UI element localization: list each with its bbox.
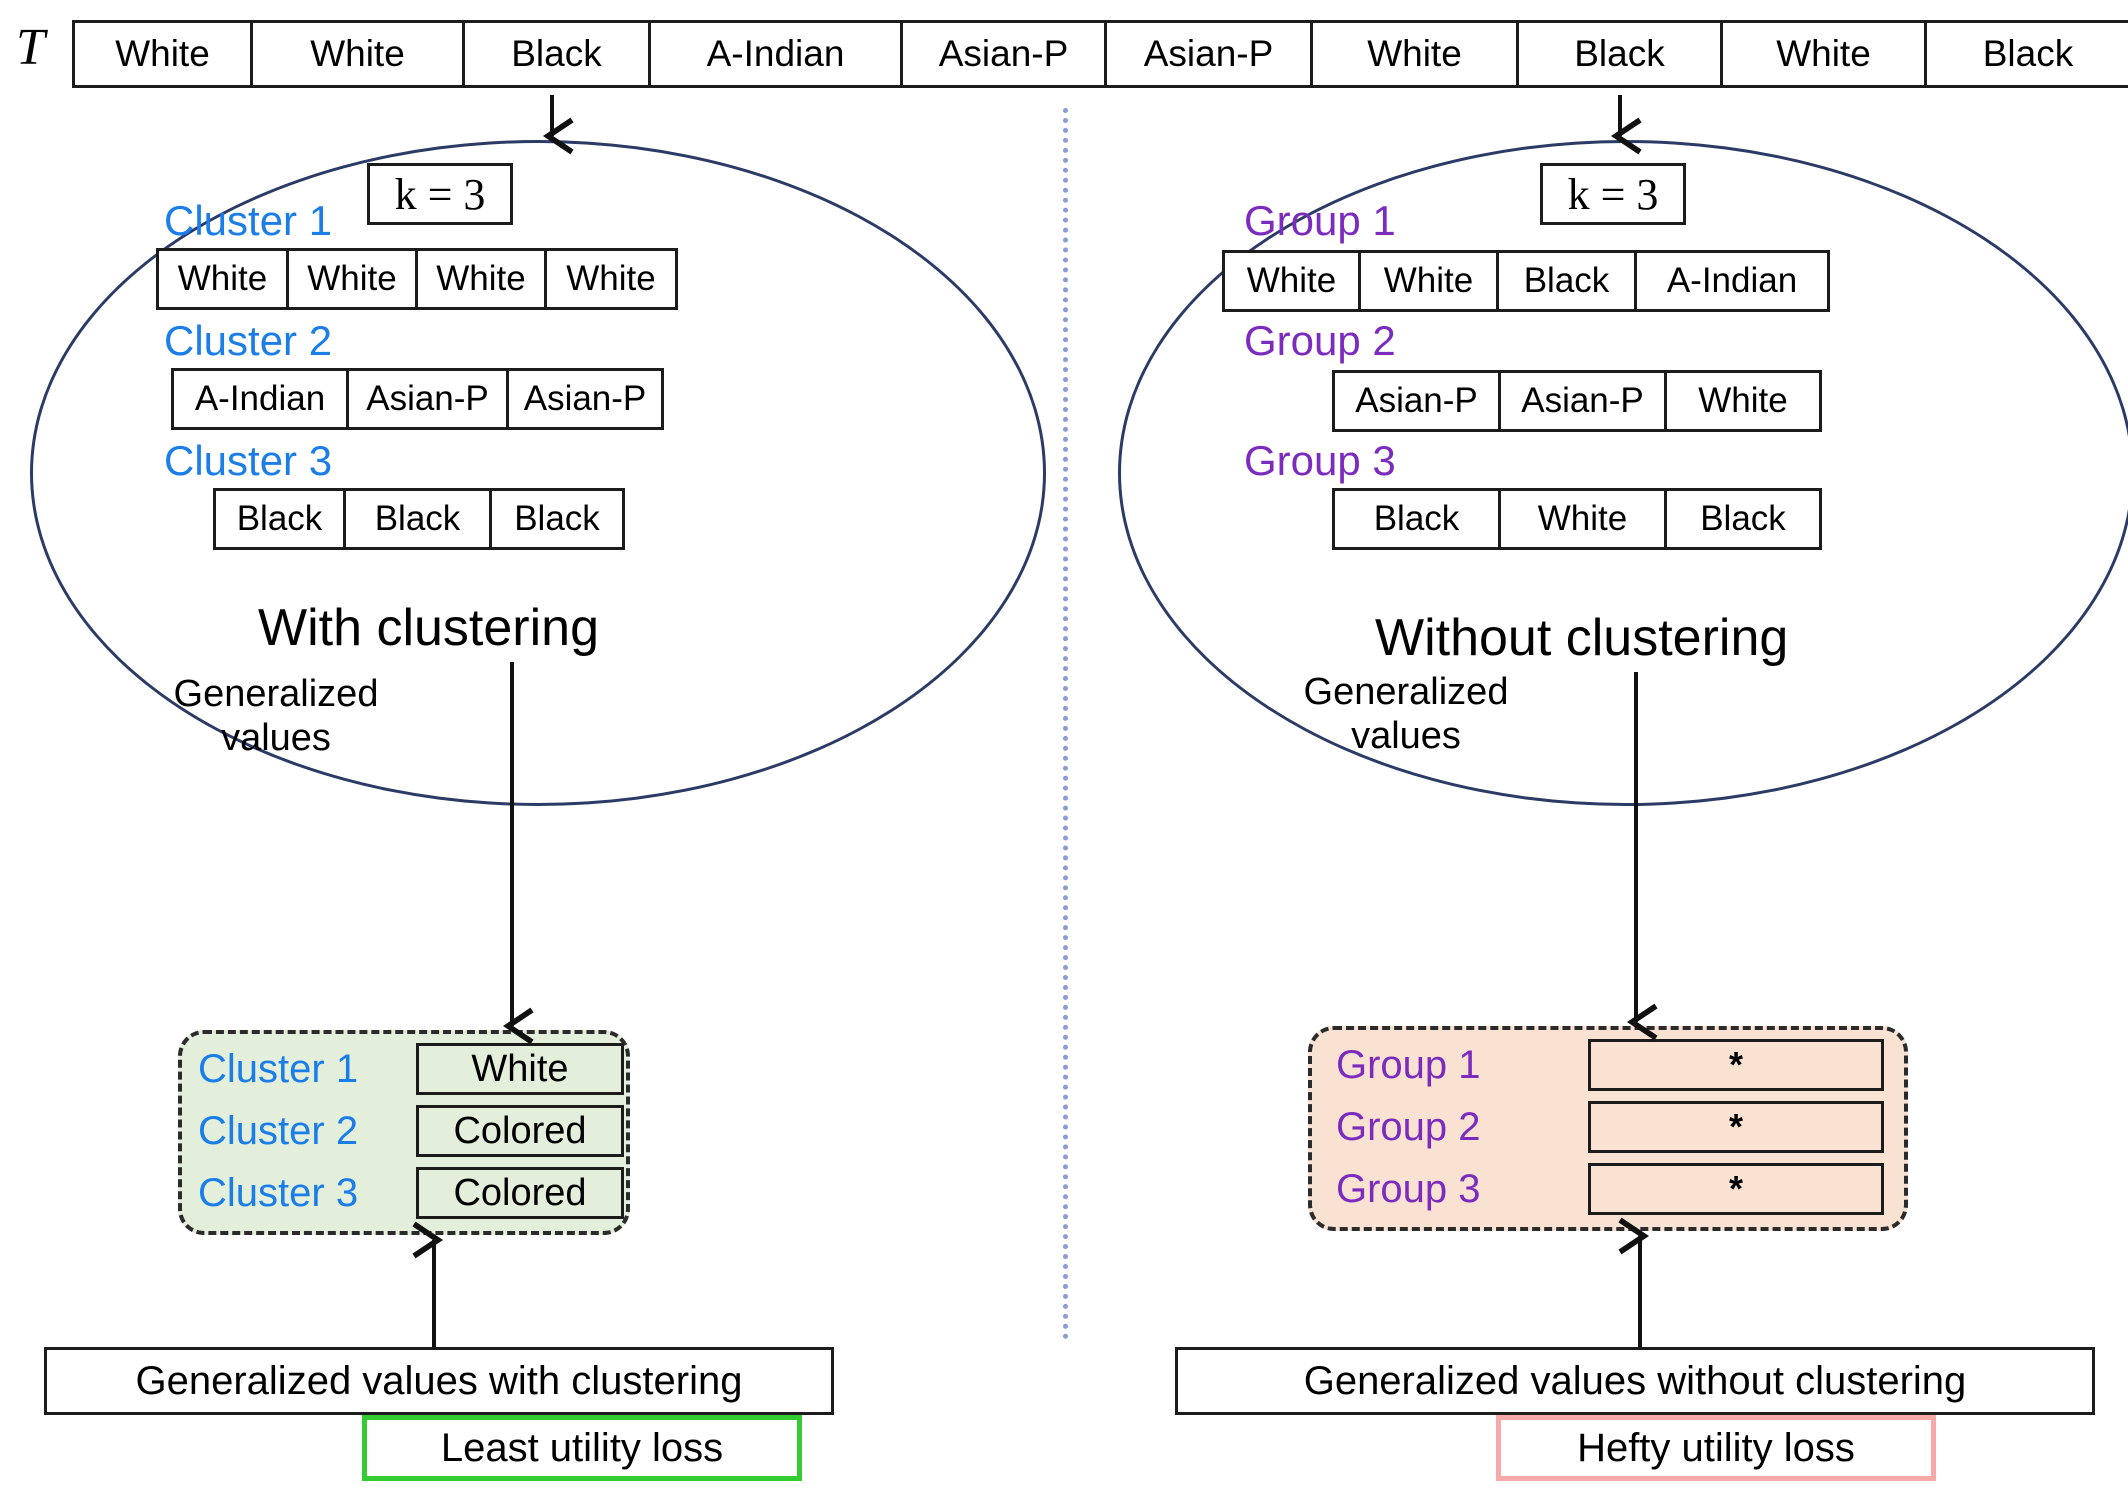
group-cell: A-Indian — [1637, 253, 1827, 309]
cluster-cell: Black — [216, 491, 346, 547]
result-value: * — [1588, 1101, 1884, 1153]
result-label: Cluster 3 — [198, 1170, 359, 1215]
group-cell: White — [1361, 253, 1499, 309]
result-value: Colored — [416, 1105, 624, 1157]
gen-values-line-2: values — [1351, 715, 1461, 757]
right-caption: Without clustering — [1375, 609, 1789, 667]
right-summary-box: Generalized values without clustering — [1175, 1347, 2095, 1415]
result-row: Group 3 * — [1312, 1158, 1904, 1220]
result-label: Group 3 — [1336, 1166, 1481, 1211]
group-row-3: Black White Black — [1332, 488, 1822, 550]
gen-values-line-1: Generalized — [1303, 671, 1509, 713]
group-row-1: White White Black A-Indian — [1222, 250, 1830, 312]
result-value: * — [1588, 1039, 1884, 1091]
table-cell: Black — [465, 23, 651, 85]
table-cell: A-Indian — [651, 23, 903, 85]
left-summary-box: Generalized values with clustering — [44, 1347, 834, 1415]
group-label-2: Group 2 — [1244, 317, 1396, 364]
cluster-label-3: Cluster 3 — [164, 437, 333, 484]
table-cell: White — [253, 23, 465, 85]
result-row: Cluster 3 Colored — [182, 1162, 626, 1224]
table-cell: White — [1723, 23, 1927, 85]
result-label: Group 1 — [1336, 1042, 1481, 1087]
table-cell: Asian-P — [1107, 23, 1313, 85]
result-label: Cluster 2 — [198, 1108, 359, 1153]
right-loss-badge: Hefty utility loss — [1496, 1415, 1936, 1481]
vertical-divider — [1063, 108, 1068, 1340]
result-row: Group 1 * — [1312, 1034, 1904, 1096]
left-loss-badge: Least utility loss — [362, 1415, 802, 1481]
result-label: Cluster 1 — [198, 1046, 359, 1091]
group-cell: Asian-P — [1501, 373, 1667, 429]
table-cell: White — [1313, 23, 1519, 85]
result-row: Cluster 2 Colored — [182, 1100, 626, 1162]
result-row: Group 2 * — [1312, 1096, 1904, 1158]
left-caption: With clustering — [258, 599, 599, 657]
table-cell: White — [75, 23, 253, 85]
cluster-row-1: White White White White — [156, 248, 678, 310]
cluster-cell: White — [289, 251, 418, 307]
group-label-3: Group 3 — [1244, 437, 1396, 484]
group-cell: White — [1225, 253, 1361, 309]
result-value: White — [416, 1043, 624, 1095]
table-cell: Black — [1927, 23, 2128, 85]
group-cell: Asian-P — [1335, 373, 1501, 429]
right-result-panel: Group 1 * Group 2 * Group 3 * — [1308, 1026, 1908, 1231]
left-generalized-values-label: Generalized values — [156, 672, 396, 760]
source-table: White White Black A-Indian Asian-P Asian… — [72, 20, 2128, 88]
cluster-cell: Asian-P — [349, 371, 509, 427]
group-cell: Black — [1667, 491, 1819, 547]
cluster-cell: White — [418, 251, 547, 307]
group-label-1: Group 1 — [1244, 197, 1396, 244]
result-label: Group 2 — [1336, 1104, 1481, 1149]
cluster-cell: White — [159, 251, 289, 307]
clustering-ellipse-left — [30, 140, 1046, 806]
gen-values-line-1: Generalized — [173, 673, 379, 715]
cluster-label-1: Cluster 1 — [164, 197, 333, 244]
group-row-2: Asian-P Asian-P White — [1332, 370, 1822, 432]
cluster-label-2: Cluster 2 — [164, 317, 333, 364]
k-value-box-left: k = 3 — [367, 163, 513, 225]
cluster-cell: A-Indian — [174, 371, 349, 427]
cluster-row-3: Black Black Black — [213, 488, 625, 550]
result-value: Colored — [416, 1167, 624, 1219]
gen-values-line-2: values — [221, 717, 331, 759]
cluster-row-2: A-Indian Asian-P Asian-P — [171, 368, 664, 430]
right-generalized-values-label: Generalized values — [1286, 670, 1526, 758]
left-result-panel: Cluster 1 White Cluster 2 Colored Cluste… — [178, 1030, 630, 1235]
result-value: * — [1588, 1163, 1884, 1215]
group-cell: Black — [1335, 491, 1501, 547]
table-cell: Black — [1519, 23, 1723, 85]
cluster-cell: Black — [346, 491, 492, 547]
table-name-label: T — [16, 19, 45, 76]
group-cell: Black — [1499, 253, 1637, 309]
cluster-cell: Asian-P — [509, 371, 661, 427]
group-cell: White — [1667, 373, 1819, 429]
result-row: Cluster 1 White — [182, 1038, 626, 1100]
k-value-box-right: k = 3 — [1540, 163, 1686, 225]
cluster-cell: Black — [492, 491, 622, 547]
table-cell: Asian-P — [903, 23, 1107, 85]
group-cell: White — [1501, 491, 1667, 547]
cluster-cell: White — [547, 251, 675, 307]
